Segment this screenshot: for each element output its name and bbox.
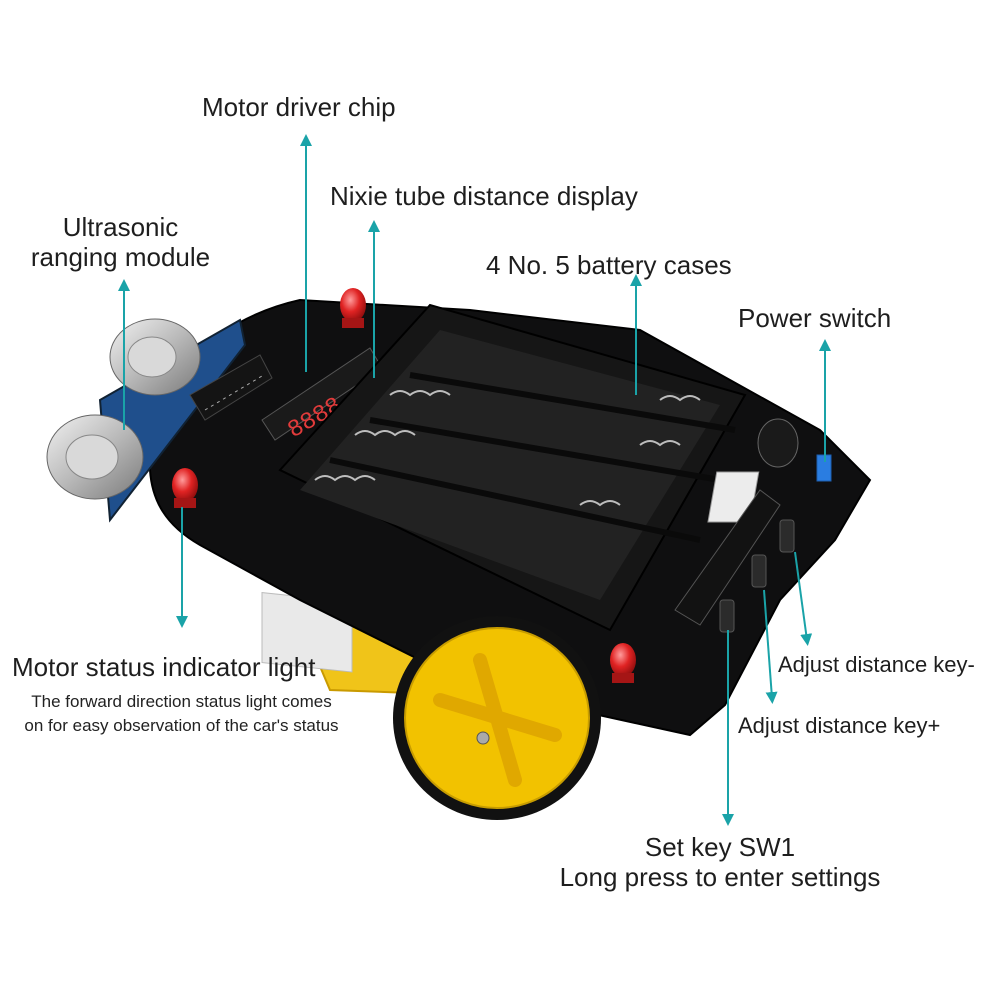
label-power-switch: Power switch <box>738 303 892 333</box>
ultrasonic-module <box>46 318 247 523</box>
label-motor-status-light: Motor status indicator light <box>12 652 316 682</box>
mcu-chip-shape <box>674 489 781 626</box>
label-ultrasonic-line2: ranging module <box>30 242 211 272</box>
label-ultrasonic-module: Ultrasonic ranging module <box>18 212 223 272</box>
label-motor-driver-chip: Motor driver chip <box>202 92 396 122</box>
label-status-description: The forward direction status light comes… <box>4 690 359 738</box>
label-adjust-key-plus: Adjust distance key+ <box>738 713 941 738</box>
motor-driver-chip-shape <box>189 354 273 421</box>
arrow-key-minus <box>794 551 813 646</box>
wheel-shape <box>393 616 601 820</box>
label-status-desc-line1: The forward direction status light comes <box>31 692 332 711</box>
label-battery-cases: 4 No. 5 battery cases <box>486 250 732 280</box>
label-adjust-key-minus: Adjust distance key- <box>778 652 975 677</box>
tact-keys-shape <box>719 519 795 633</box>
label-set-key-line2: Long press to enter settings <box>559 862 881 892</box>
label-set-key-line1: Set key SW1 <box>644 832 796 862</box>
arrow-key-plus <box>763 589 778 704</box>
label-ultrasonic-line1: Ultrasonic <box>62 212 179 242</box>
label-nixie-display: Nixie tube distance display <box>330 181 638 211</box>
label-set-key: Set key SW1 Long press to enter settings <box>540 832 900 892</box>
label-status-desc-line2: on for easy observation of the car's sta… <box>24 716 339 735</box>
battery-holder-shape <box>278 303 747 632</box>
callout-arrows <box>118 134 831 826</box>
led-lights <box>172 288 636 683</box>
